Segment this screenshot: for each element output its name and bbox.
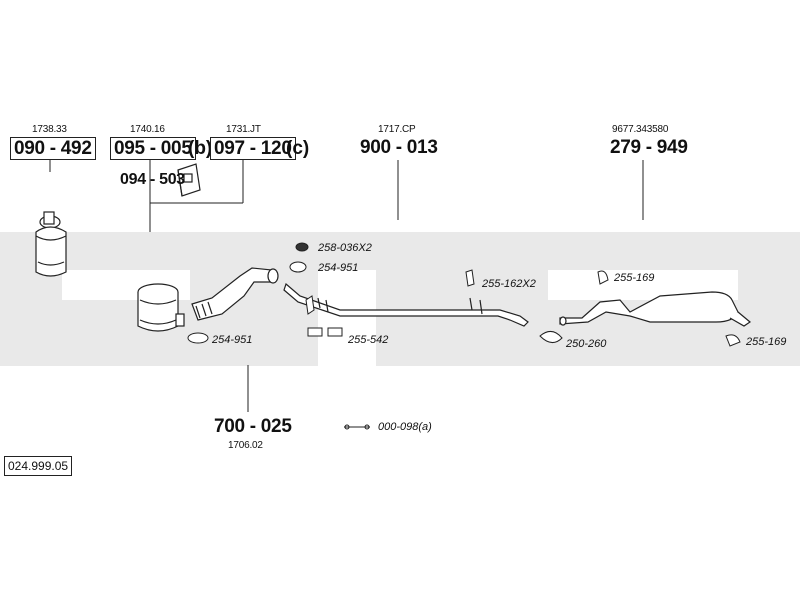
part-097-120-suffix: (c) [286,138,310,159]
tool-icon [344,424,370,430]
particulate-filter-icon [35,211,67,277]
part-095-005-suffix: (b) [188,138,213,159]
part-094-503[interactable]: 094 - 503 [120,171,185,188]
part-279-949[interactable]: 279 - 949 [610,137,688,158]
accessory-255-542[interactable]: 255-542 [348,334,389,346]
rear-silencer-icon [559,291,752,327]
ref-1706: 1706.02 [228,440,263,451]
part-900-013[interactable]: 900 - 013 [360,137,438,158]
part-097-120[interactable]: 097 - 120 [210,137,296,160]
accessory-000-098[interactable]: 000-098(a) [378,421,432,433]
ref-1738: 1738.33 [32,124,67,135]
part-700-025[interactable]: 700 - 025 [214,416,292,437]
front-pipe-icon [191,267,279,321]
ref-1740: 1740.16 [130,124,165,135]
ref-1717: 1717.CP [378,124,416,135]
part-095-005[interactable]: 095 - 005 [110,137,196,160]
ref-1731: 1731.JT [226,124,261,135]
accessory-255-169-top[interactable]: 255-169 [614,272,655,284]
middle-pipe-icon [283,282,529,327]
accessory-254-951-top[interactable]: 254-951 [318,262,359,274]
leader-lines [49,160,644,412]
mounting-bracket-icon [177,163,201,197]
accessory-255-169-right[interactable]: 255-169 [746,336,787,348]
catalytic-converter-icon [137,283,185,332]
watermark [0,232,800,366]
accessory-255-162[interactable]: 255-162X2 [482,278,536,290]
ref-9677: 9677.343580 [612,124,669,135]
accessory-254-951-bottom[interactable]: 254-951 [212,334,253,346]
diagram-reference: 024.999.05 [4,456,73,476]
clamp-icon [187,242,741,347]
accessory-258-036[interactable]: 258-036X2 [318,242,372,254]
accessory-250-260[interactable]: 250-260 [566,338,607,350]
part-090-492[interactable]: 090 - 492 [10,137,96,160]
